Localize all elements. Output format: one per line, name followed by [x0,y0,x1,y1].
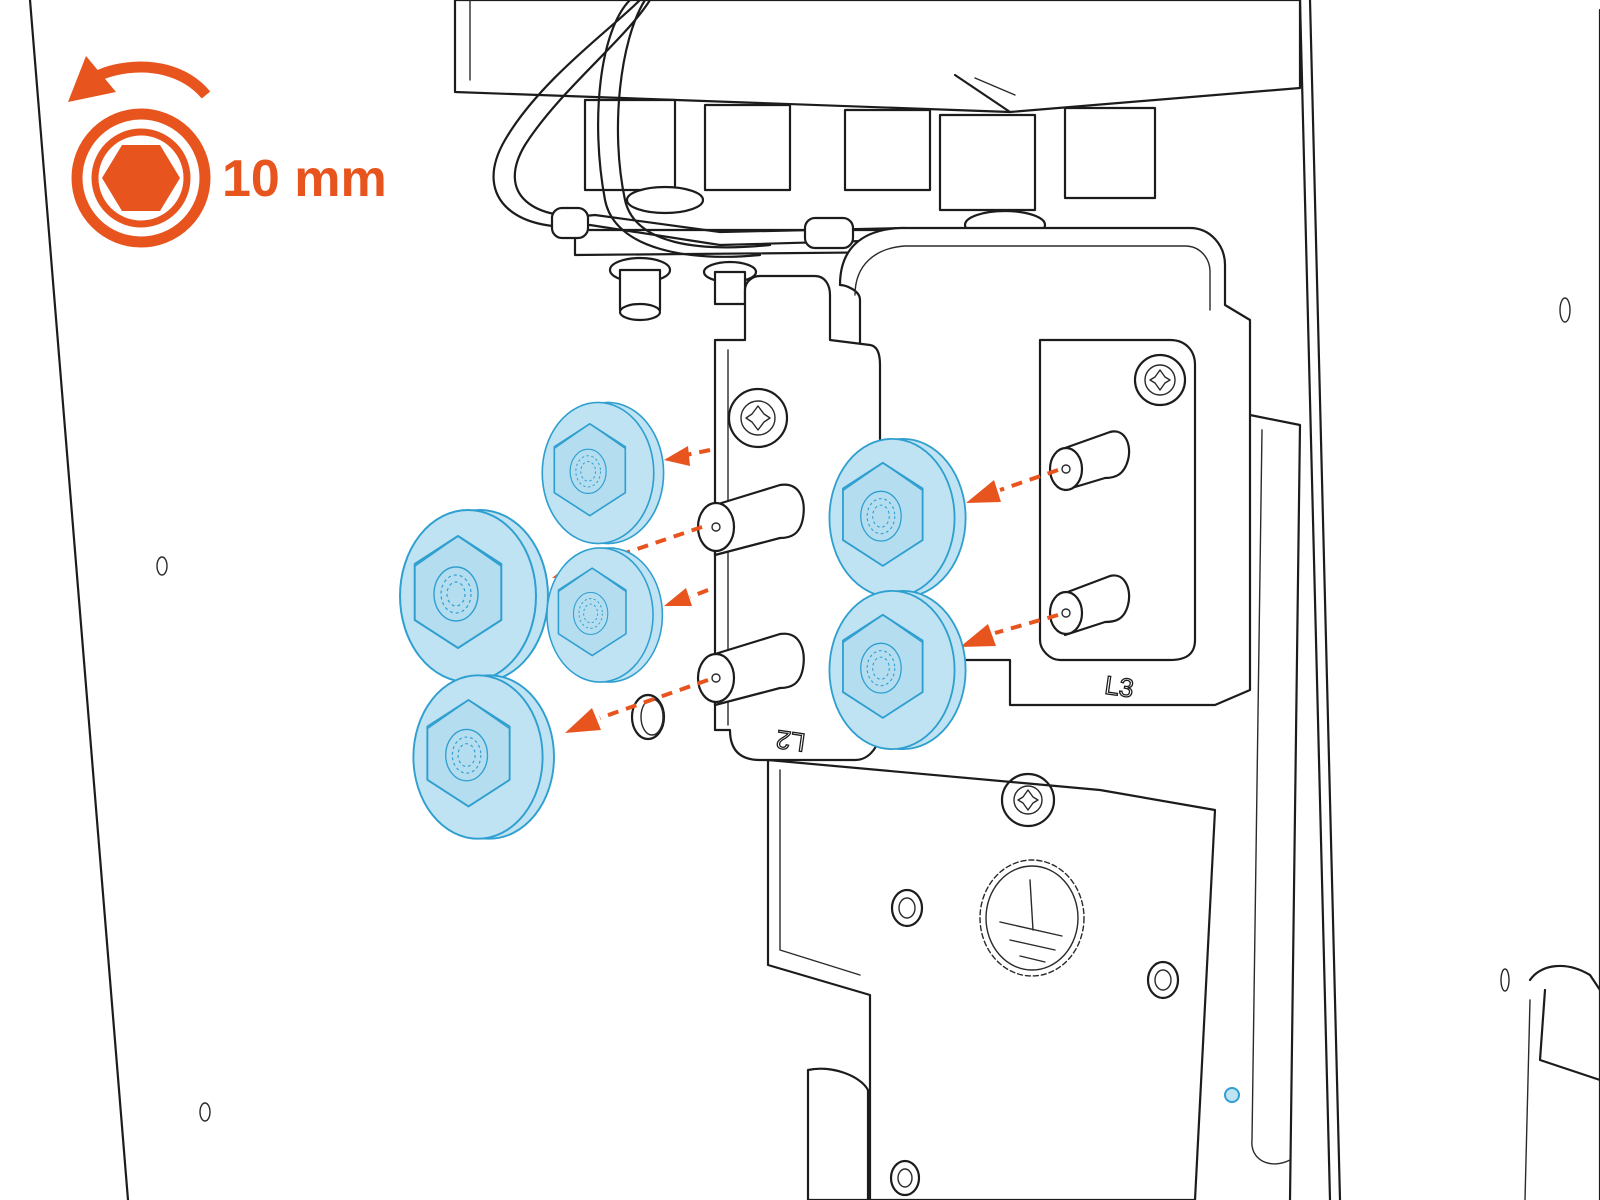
torx-screw-icon [1000,772,1056,828]
torx-screw-icon [727,387,789,449]
rail-hole [1146,960,1180,1000]
housing [28,0,1600,1200]
threaded-stud-icon [696,632,805,707]
threaded-stud-icon [1048,430,1131,492]
phase-label-l2: L2 [774,724,807,758]
flange-nut-icon [828,589,967,751]
highlighted-nuts [399,401,967,840]
torx-screw-icon [1133,353,1187,407]
tool-size-label: 10 mm [222,150,387,208]
arrow [966,468,1059,503]
phase-label-l3: L3 [1103,670,1136,704]
arrow [565,678,709,733]
flange-nut-icon [546,547,664,683]
arrow [960,613,1059,647]
flange-nut-icon [828,437,967,599]
rail-hole [890,888,924,928]
terminal-block-l3: L3 [838,226,1252,707]
flange-nut-icon [399,509,549,683]
arrow [664,588,709,606]
threaded-stud-icon [1048,574,1131,637]
tool-instruction: 10 mm [68,56,387,248]
counterclockwise-arrow-icon [68,56,211,102]
rail-hole [889,1159,921,1197]
top-terminal-studs [573,98,1157,362]
flange-nut-icon [541,401,665,545]
flange-nut-icon [412,674,555,840]
terminal-lug [702,260,758,306]
arrow [664,446,711,466]
mounting-rails [766,413,1302,1200]
protective-earth-icon [979,859,1085,977]
terminal-lug [608,256,672,322]
hex-socket-icon [71,108,211,248]
